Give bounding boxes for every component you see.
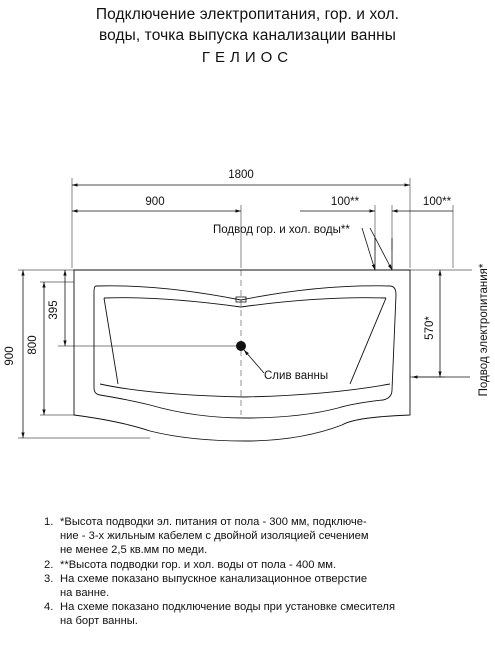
note-line: **Высота подводки гор. и хол. воды от по…: [60, 558, 337, 571]
label-power-supply: Подвод электропитания*: [478, 263, 490, 396]
note-line: На схеме показано выпускное канализацион…: [60, 572, 368, 585]
dim-half-width: 900: [145, 196, 164, 208]
drain-leader: [243, 349, 265, 374]
product-name: ГЕЛИОС: [201, 49, 294, 66]
note-number: 4.: [44, 601, 54, 614]
bathtub-outline: [73, 269, 411, 442]
bathtub-bowl: [93, 285, 397, 419]
title-line-1: Подключение электропитания, гор. и хол.: [95, 6, 400, 23]
note-item: 4. На схеме показано подключение воды пр…: [44, 600, 484, 628]
diagram-title: Подключение электропитания, гор. и хол. …: [0, 4, 495, 68]
overflow-icon: [235, 296, 247, 303]
dim-power-height: 570*: [424, 316, 436, 340]
drain-icon: [236, 341, 246, 351]
note-item: 3. На схеме показано выпускное канализац…: [44, 572, 484, 600]
label-drain: Слив ванны: [264, 370, 328, 382]
note-line: на ванне.: [60, 587, 110, 600]
title-line-2: воды, точка выпуска канализации ванны: [98, 27, 397, 44]
dim-water-offset-1: 100**: [331, 196, 360, 208]
bathtub-rim: [73, 269, 411, 442]
water-supply-leaders: [361, 227, 393, 271]
notes-list: 1. *Высота подводки эл. питания от пола …: [44, 515, 484, 629]
note-item: 2. **Высота подводки гор. и хол. воды от…: [44, 558, 484, 572]
bathtub-step-left: [103, 297, 119, 385]
dim-water-offset-2: 100**: [423, 196, 452, 208]
dim-total-height: 900: [4, 346, 16, 365]
dim-drain-height: 395: [48, 300, 60, 319]
dim-body-height: 800: [27, 335, 39, 354]
note-number: 3.: [44, 572, 54, 585]
note-line: на борт ванны.: [60, 615, 138, 628]
bathtub-seat-curve: [99, 383, 391, 398]
bathtub-inner-curve: [103, 297, 387, 308]
extension-lines: [18, 178, 472, 439]
note-number: 1.: [44, 516, 54, 528]
note-item: 1. *Высота подводки эл. питания от пола …: [44, 515, 484, 558]
note-number: 2.: [44, 558, 54, 571]
label-water-supply: Подвод гор. и хол. воды**: [213, 224, 350, 236]
bathtub-step-right: [349, 297, 387, 385]
note-line: На схеме показано подключение воды при у…: [60, 601, 396, 614]
note-line: не менее 2,5 кв.мм по меди.: [60, 544, 208, 557]
dimension-lines: [21, 183, 453, 438]
note-line: ние - 3-х жильным кабелем с двойной изол…: [60, 530, 369, 543]
dim-total-width: 1800: [228, 169, 254, 181]
note-line: *Высота подводки эл. питания от пола - 3…: [60, 516, 367, 528]
